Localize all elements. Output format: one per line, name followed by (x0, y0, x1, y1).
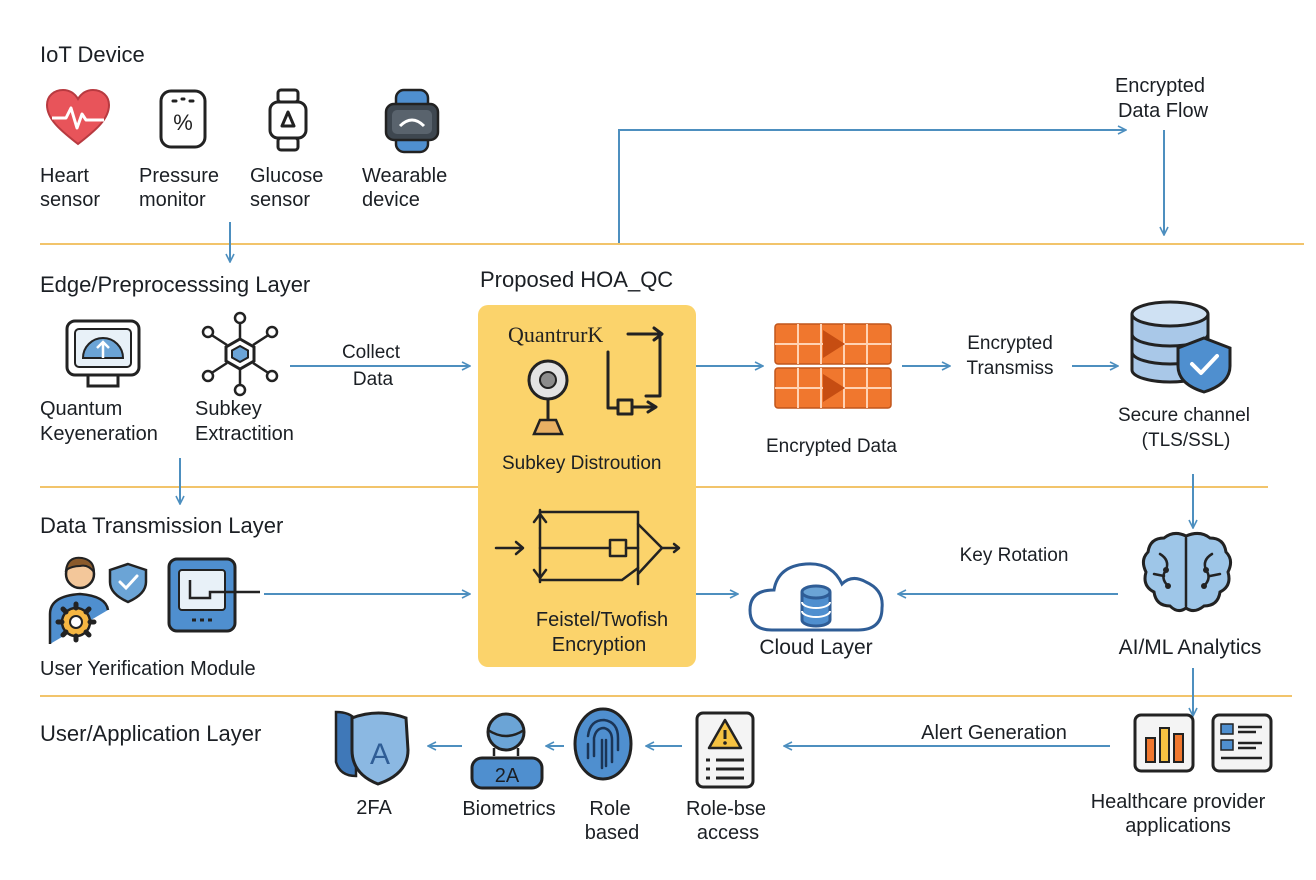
healthcare-line2: applications (1125, 815, 1231, 837)
secure-database-shield-icon (1130, 300, 1232, 394)
twofa-shield-icon: A (334, 710, 410, 786)
ai-brain-icon (1141, 531, 1233, 613)
subkey-line2: Extractition (195, 423, 294, 445)
device-heart-line1: Heart (40, 165, 89, 187)
quantum-circuit-icon (606, 326, 664, 416)
role-based-line2: based (584, 822, 640, 844)
hoa-title: Proposed HOA_QC (480, 267, 674, 292)
role-access-line1: Role-bse (685, 798, 767, 820)
quantum-key-generation-icon (65, 319, 141, 388)
encrypted-transmission-line2: Transmiss (966, 358, 1054, 379)
device-wearable-line1: Wearable (362, 165, 448, 187)
layer-divider-3 (40, 695, 1292, 697)
device-pressure-line2: monitor (139, 189, 206, 211)
encrypted-transmission-line1: Encrypted (967, 333, 1053, 354)
encrypted-flow-line1: Encrypted (1114, 75, 1206, 97)
user-verification-label: User Yerification Module (40, 658, 256, 680)
ai-ml-label: AI/ML Analytics (1118, 636, 1262, 659)
collect-line2: Data (352, 369, 394, 390)
alert-generation-label: Alert Generation (921, 722, 1067, 744)
twofa-glyph: A (370, 738, 390, 771)
wearable-device-icon (384, 88, 440, 154)
heart-icon (45, 88, 111, 146)
quantum-line2: Keyeneration (40, 423, 158, 445)
device-heart-line2: sensor (40, 189, 101, 211)
hoa-quantum-label: QuantrurK (508, 322, 604, 347)
collect-line1: Collect (341, 342, 401, 363)
biometrics-badge: 2A (495, 765, 520, 787)
role-access-document-icon (695, 711, 755, 789)
quantum-line1: Quantum (40, 398, 123, 420)
feistel-line2: Encryption (551, 634, 647, 656)
edge-layer-title: Edge/Preprocesssing Layer (40, 272, 311, 297)
pressure-monitor-icon: % (159, 89, 207, 149)
twofa-label: 2FA (356, 797, 392, 819)
key-disc-icon (527, 359, 569, 436)
verification-terminal-icon (167, 557, 260, 633)
biometrics-user-icon: 2A (470, 712, 544, 790)
biometrics-label: Biometrics (462, 798, 556, 820)
role-based-line1: Role (589, 798, 631, 820)
fingerprint-icon (573, 707, 633, 781)
device-pressure-line1: Pressure (139, 165, 220, 187)
encrypted-flow-line2: Data Flow (1117, 100, 1209, 122)
secure-channel-line2: (TLS/SSL) (1141, 430, 1231, 451)
user-verification-icon (48, 556, 148, 644)
feistel-network-icon (494, 508, 681, 586)
iot-layer-title: IoT Device (40, 42, 145, 67)
device-glucose-line1: Glucose (250, 165, 324, 187)
transmission-layer-title: Data Transmission Layer (40, 513, 284, 538)
encrypted-data-label: Encrypted Data (766, 436, 897, 457)
cloud-database-icon (748, 562, 884, 632)
subkey-line1: Subkey (195, 398, 262, 420)
device-glucose-line2: sensor (250, 189, 311, 211)
subkey-network-icon (201, 311, 279, 397)
secure-channel-line1: Secure channel (1117, 405, 1251, 426)
svg-text:%: % (173, 110, 193, 135)
healthcare-line1: Healthcare provider (1090, 791, 1266, 813)
device-wearable-line2: device (362, 189, 420, 211)
layer-divider-1 (40, 243, 1304, 245)
role-access-line2: access (696, 822, 760, 844)
feistel-line1: Feistel/Twofish (535, 609, 669, 631)
user-app-layer-title: User/Application Layer (40, 721, 262, 746)
cloud-layer-label: Cloud Layer (759, 636, 873, 659)
bar-chart-app-icon (1133, 713, 1195, 773)
subkey-distribution-label: Subkey Distroution (502, 453, 662, 474)
glucose-sensor-icon (268, 88, 308, 152)
encrypted-blocks-icon (774, 323, 892, 409)
key-rotation-label: Key Rotation (959, 545, 1069, 566)
dashboard-app-icon (1211, 713, 1273, 773)
